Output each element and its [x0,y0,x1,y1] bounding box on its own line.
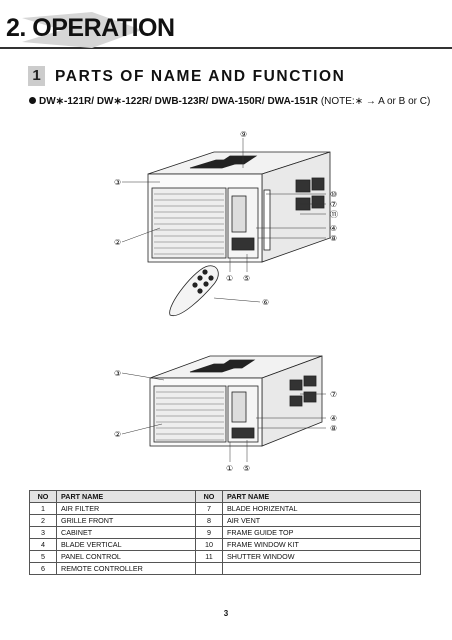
callout-1: ① [226,464,233,473]
section-title: PARTS OF NAME AND FUNCTION [55,68,346,85]
table-cell: FRAME GUIDE TOP [222,526,421,539]
callout-3: ③ [114,369,121,378]
callout-6: ⑥ [262,298,269,307]
table-cell: BLADE VERTICAL [56,538,196,551]
callout-2: ② [114,238,121,247]
callout-5: ⑤ [243,464,250,473]
page-title: 2. OPERATION [6,14,175,42]
table-cell: 2 [29,514,57,527]
table-cell: PANEL CONTROL [56,550,196,563]
header-divider [0,47,452,49]
table-row: 1 AIR FILTER 7 BLADE HORIZENTAL [29,502,421,515]
parts-table: NO PART NAME NO PART NAME 1 AIR FILTER 7… [29,490,421,575]
table-cell: 6 [29,562,57,575]
table-cell: 11 [195,550,223,563]
table-cell: 3 [29,526,57,539]
table-cell: 4 [29,538,57,551]
table-cell: 9 [195,526,223,539]
table-row: 2 GRILLE FRONT 8 AIR VENT [29,514,421,527]
table-cell: FRAME WINDOW KIT [222,538,421,551]
column-header-part-name: PART NAME [222,490,421,503]
column-header-no: NO [195,490,223,503]
table-cell: GRILLE FRONT [56,514,196,527]
callout-8: ⑧ [330,234,337,243]
table-row: 5 PANEL CONTROL 11 SHUTTER WINDOW [29,550,421,563]
table-row: 6 REMOTE CONTROLLER [29,562,421,575]
figure-unit-with-remote: ⑨ ③ ⑩ ⑦ ⑪ ④ ⑧ ② ① ⑤ ⑥ [114,130,338,316]
callout-7: ⑦ [330,200,337,209]
table-cell: 8 [195,514,223,527]
table-cell [195,562,223,575]
header-arrow-graphic [22,12,142,48]
figure-unit-front: ③ ⑦ ④ ⑧ ② ① ⑤ [114,355,337,473]
callout-4: ④ [330,224,337,233]
callout-8: ⑧ [330,424,337,433]
callout-11: ⑪ [330,210,338,219]
model-note: (NOTE:∗ → A or B or C) [320,96,431,107]
model-list: DW∗-121R/ DW∗-122R/ DWB-123R/ DWA-150R/ … [29,96,430,107]
table-cell: REMOTE CONTROLLER [56,562,196,575]
table-cell: CABINET [56,526,196,539]
model-numbers: DW∗-121R/ DW∗-122R/ DWB-123R/ DWA-150R/ … [39,96,319,107]
table-cell: 10 [195,538,223,551]
callout-9: ⑨ [240,130,247,139]
column-header-part-name: PART NAME [56,490,196,503]
table-cell: 1 [29,502,57,515]
table-header-row: NO PART NAME NO PART NAME [29,490,421,503]
bullet-icon [29,97,36,104]
table-cell: AIR VENT [222,514,421,527]
table-cell: SHUTTER WINDOW [222,550,421,563]
table-cell: BLADE HORIZENTAL [222,502,421,515]
table-cell [222,562,421,575]
callout-2: ② [114,430,121,439]
table-cell: 7 [195,502,223,515]
callout-7: ⑦ [330,390,337,399]
table-row: 3 CABINET 9 FRAME GUIDE TOP [29,526,421,539]
section-number: 1 [28,66,45,86]
table-cell: AIR FILTER [56,502,196,515]
callout-5: ⑤ [243,274,250,283]
page-number: 3 [223,609,229,618]
callout-4: ④ [330,414,337,423]
callout-10: ⑩ [330,190,337,199]
callout-3: ③ [114,178,121,187]
table-row: 4 BLADE VERTICAL 10 FRAME WINDOW KIT [29,538,421,551]
callout-1: ① [226,274,233,283]
table-cell: 5 [29,550,57,563]
column-header-no: NO [29,490,57,503]
